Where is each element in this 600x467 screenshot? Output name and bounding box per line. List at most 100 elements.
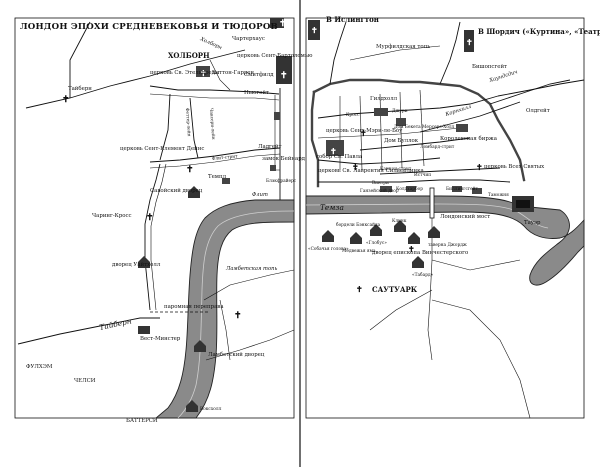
cross-icon: ✝ (360, 128, 367, 138)
building-ludgate (274, 112, 280, 120)
label-tyburn-river: Тайберн (99, 316, 133, 332)
label-winchester: дворец епископа Винчестерского (372, 250, 468, 256)
city-wall (312, 78, 526, 182)
cross-icon: ✝ (62, 95, 70, 105)
road-cheapside (317, 95, 499, 119)
building-george (428, 226, 440, 238)
road-lambeth (203, 269, 295, 301)
label-coldharbour: Колдхарбор (396, 187, 423, 192)
road-strand (144, 163, 161, 311)
building-islington (308, 20, 320, 40)
road-strand-2 (150, 163, 167, 311)
right-map-frame (305, 17, 585, 419)
road-islington (329, 21, 347, 85)
road-south-3 (369, 289, 433, 331)
building-bull (322, 230, 334, 242)
building-shoreditch (464, 30, 474, 52)
label-tower: Тауэр (524, 220, 541, 226)
road-aldgate (497, 79, 585, 97)
cross-icon: ✝ (311, 25, 318, 35)
label-bishopsgate: Бишопсгейт (472, 64, 507, 70)
label-st-clement: церковь Сент-Клемент Дейнс (120, 146, 204, 152)
building-exchange (456, 124, 468, 132)
label-billingsgate: Биллингсгейт (446, 187, 479, 192)
building-st-paul (326, 140, 344, 156)
cross-icon: ✝ (330, 146, 337, 156)
road-north (69, 21, 91, 98)
thames-river-right-main (305, 195, 585, 286)
road-south-2 (431, 259, 521, 271)
label-ferry: паромная переправа (164, 304, 224, 310)
road-smithfield (209, 59, 231, 91)
label-st-lawrence: церковь Св. Лаврентия Силверлинка (318, 168, 424, 174)
cross-icon: ✝ (279, 19, 287, 29)
road-tyburn-stream (17, 317, 160, 345)
cross-icon: ✝ (466, 37, 473, 47)
label-lambeth-marsh: Ламбетская топь (225, 265, 277, 272)
left-map-panel: ✝ ✝ ✝ ✝ ✝ ✝ ✝ ЛОНДОН ЭПОХИ СРЕДНЕВЕКОВЬЯ… (14, 17, 313, 424)
label-bull: «Собачья голова» (308, 247, 349, 252)
cross-icon: ✝ (356, 284, 363, 294)
road-moor (349, 45, 441, 61)
building-st-etheldreda (196, 66, 210, 77)
building-lambeth-palace (194, 340, 206, 352)
cross-icon: ✝ (146, 213, 154, 223)
label-ludgate: Ладгейт (258, 144, 282, 150)
cross-icon: ✝ (186, 165, 194, 175)
cross-icon: ✝ (200, 68, 207, 78)
label-savoy: Савойский дворец (150, 188, 203, 194)
cross-icon: ✝ (408, 244, 415, 254)
label-charing-cross: Чаринг-Кросс (92, 213, 132, 219)
label-lombard: Ломбард-стрит (420, 145, 455, 150)
building-charterhouse (270, 18, 284, 28)
label-bankside: бордели Бэнксайда (336, 223, 381, 228)
label-mercers: Дом Бекета Мерсерс-Холл (394, 125, 455, 130)
label-smithfield: Смитфилд (244, 71, 274, 78)
building-temple (222, 178, 230, 184)
building-winchester (408, 232, 420, 244)
label-george: таверна Джордж (428, 243, 467, 248)
road-grid-2 (359, 95, 363, 171)
building-coldharbour (406, 186, 416, 192)
map-title: ЛОНДОН ЭПОХИ СРЕДНЕВЕКОВЬЯ И ТЮДОРОВ (20, 22, 278, 32)
road-grid-4 (399, 91, 403, 169)
river-ripple-left (177, 210, 295, 419)
label-fetter-lane: Феттер-лейн (184, 108, 191, 137)
building-globe (370, 224, 382, 236)
label-aldgate: Олдгейт (526, 108, 550, 114)
road-cannon (317, 157, 441, 165)
building-savoy (188, 186, 200, 198)
label-st-etheldreda: церковь Св. Этельдреды (150, 70, 220, 76)
cross-icon: ✝ (234, 311, 242, 321)
label-blackfriars: Блэкфрайерс (266, 179, 297, 184)
label-houndsditch: Хаундсдич (488, 69, 519, 84)
label-st-paul: собор Св. Павла (316, 153, 363, 160)
building-billingsgate (452, 186, 462, 192)
building-clink (394, 220, 406, 232)
road-chancery (159, 93, 171, 161)
road-fetter (189, 97, 199, 159)
label-cannon: Каннон-стрит (380, 167, 412, 172)
label-eastcheap: Истчип (414, 173, 431, 178)
label-jewry: Джури (392, 109, 408, 114)
label-newgate: Ньюгейт (244, 90, 269, 96)
label-bucklersbury: Дом Буллок (384, 138, 419, 144)
label-london-bridge: Лондонский мост (440, 214, 490, 220)
label-fleet-river: Флит (252, 192, 268, 198)
london-bridge (429, 187, 435, 219)
building-tower-inner (516, 200, 530, 208)
road-holborn (149, 85, 280, 95)
road-tyburn (25, 49, 246, 109)
label-vauxhall: Воксхолл (200, 407, 222, 412)
label-cross: Кросс (346, 113, 360, 118)
label-customs: Таможня (488, 193, 509, 198)
label-holborn-district: ХОЛБОРН (168, 51, 210, 60)
building-customs (472, 188, 482, 194)
road-south (427, 218, 433, 361)
label-to-shoreditch: В Шордич («Куртина», «Театр») (478, 27, 600, 36)
label-clink: Клинк (392, 219, 407, 224)
cross-icon: ✝ (352, 162, 359, 172)
label-guildhall: Гилдхолл (370, 96, 398, 102)
cross-icon: ✝ (476, 162, 483, 172)
label-fulham: ФУЛХЭМ (26, 364, 53, 370)
